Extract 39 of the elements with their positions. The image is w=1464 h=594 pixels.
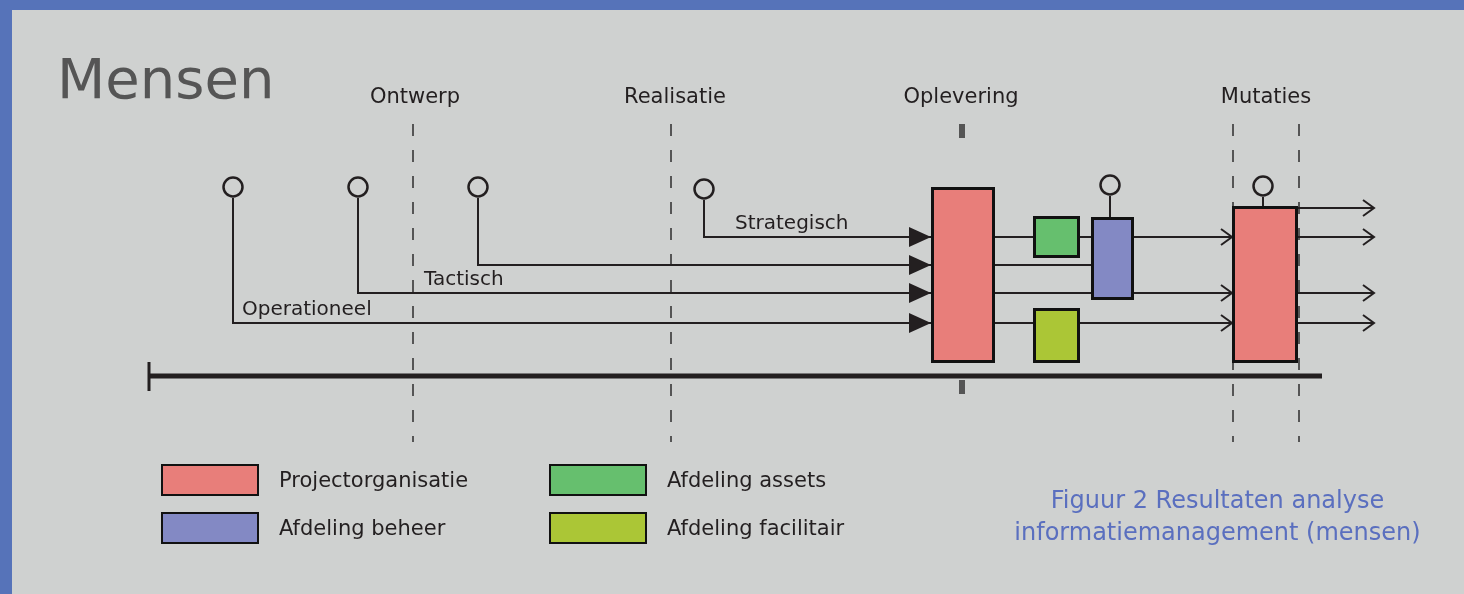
connector-line [994, 236, 1034, 238]
person-circle [222, 176, 244, 198]
organisation-box [1091, 217, 1134, 300]
legend-label: Afdeling facilitair [667, 515, 845, 541]
arrow [1297, 314, 1375, 332]
arrow [1297, 228, 1375, 246]
phase-label: Ontwerp [369, 84, 461, 108]
organisation-box [931, 187, 995, 363]
legend-label: Projectorganisatie [279, 467, 469, 493]
legend-label: Afdeling assets [667, 467, 827, 493]
connector-line [1079, 236, 1092, 238]
diagram-title: Mensen [57, 45, 275, 113]
arrow [232, 197, 932, 333]
arrow [357, 197, 932, 303]
arrow [703, 199, 932, 247]
organisation-box [1033, 308, 1080, 363]
figure-caption: Figuur 2 Resultaten analyse informatiemanagement (mensen) [1013, 485, 1422, 548]
person-circle [467, 176, 489, 198]
arrow [1297, 284, 1375, 302]
organisation-box [1033, 216, 1080, 258]
arrow [477, 197, 932, 275]
phase-label: Mutaties [1220, 84, 1312, 108]
person-circle [1252, 175, 1274, 197]
arrow [1133, 284, 1233, 302]
person-circle [1099, 174, 1121, 196]
connector-line [1262, 196, 1264, 207]
connector-line [994, 264, 1092, 266]
person-circle [347, 176, 369, 198]
connector-line [994, 322, 1034, 324]
phase-label: Oplevering [903, 84, 1019, 108]
connector-line [994, 292, 1092, 294]
arrow [1079, 314, 1233, 332]
arrow [1297, 199, 1375, 217]
arrow [1133, 228, 1233, 246]
person-circle [693, 178, 715, 200]
phase-label: Realisatie [624, 84, 726, 108]
organisation-box [1232, 206, 1298, 363]
legend-label: Afdeling beheer [279, 515, 446, 541]
connector-line [1109, 195, 1111, 218]
